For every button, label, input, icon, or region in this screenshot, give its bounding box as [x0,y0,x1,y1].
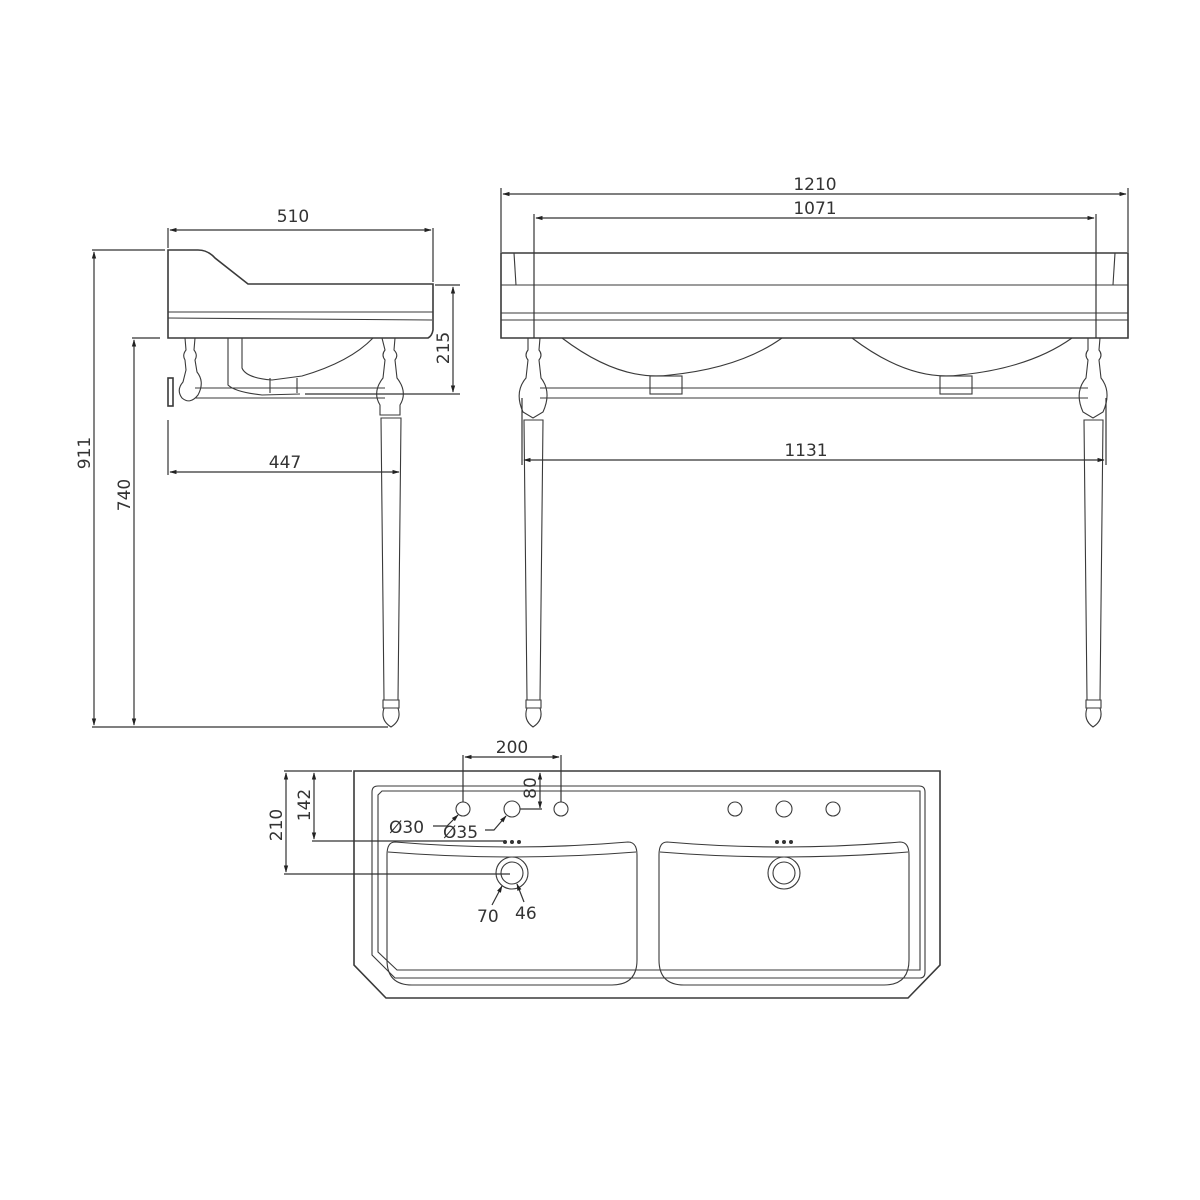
dim-overall-height-911: 911 [75,437,95,469]
side-view: 510 215 447 911 740 [75,207,460,728]
dim-overall-width-1210: 1210 [793,175,836,195]
dim-edge-to-tap-142: 142 [295,789,315,821]
dim-basin-depth-215: 215 [434,332,454,364]
dim-depth-510: 510 [277,207,309,227]
front-view: 1210 1071 1131 [500,175,1129,728]
label-waste-70: 70 [477,907,499,927]
label-hole-35: Ø35 [443,823,478,843]
top-view: 200 80 142 210 Ø30 Ø35 70 46 [267,738,941,999]
label-waste-46: 46 [515,904,537,924]
label-hole-30: Ø30 [389,818,424,838]
dim-leg-depth-447: 447 [269,453,301,473]
dim-tap-spacing-200: 200 [496,738,528,758]
dim-tap-offset-80: 80 [521,777,541,799]
dim-basin-height-740: 740 [115,479,135,511]
dim-leg-width-1131: 1131 [784,441,827,461]
dim-inner-width-1071: 1071 [793,199,836,219]
dim-edge-to-waste-210: 210 [267,809,287,841]
